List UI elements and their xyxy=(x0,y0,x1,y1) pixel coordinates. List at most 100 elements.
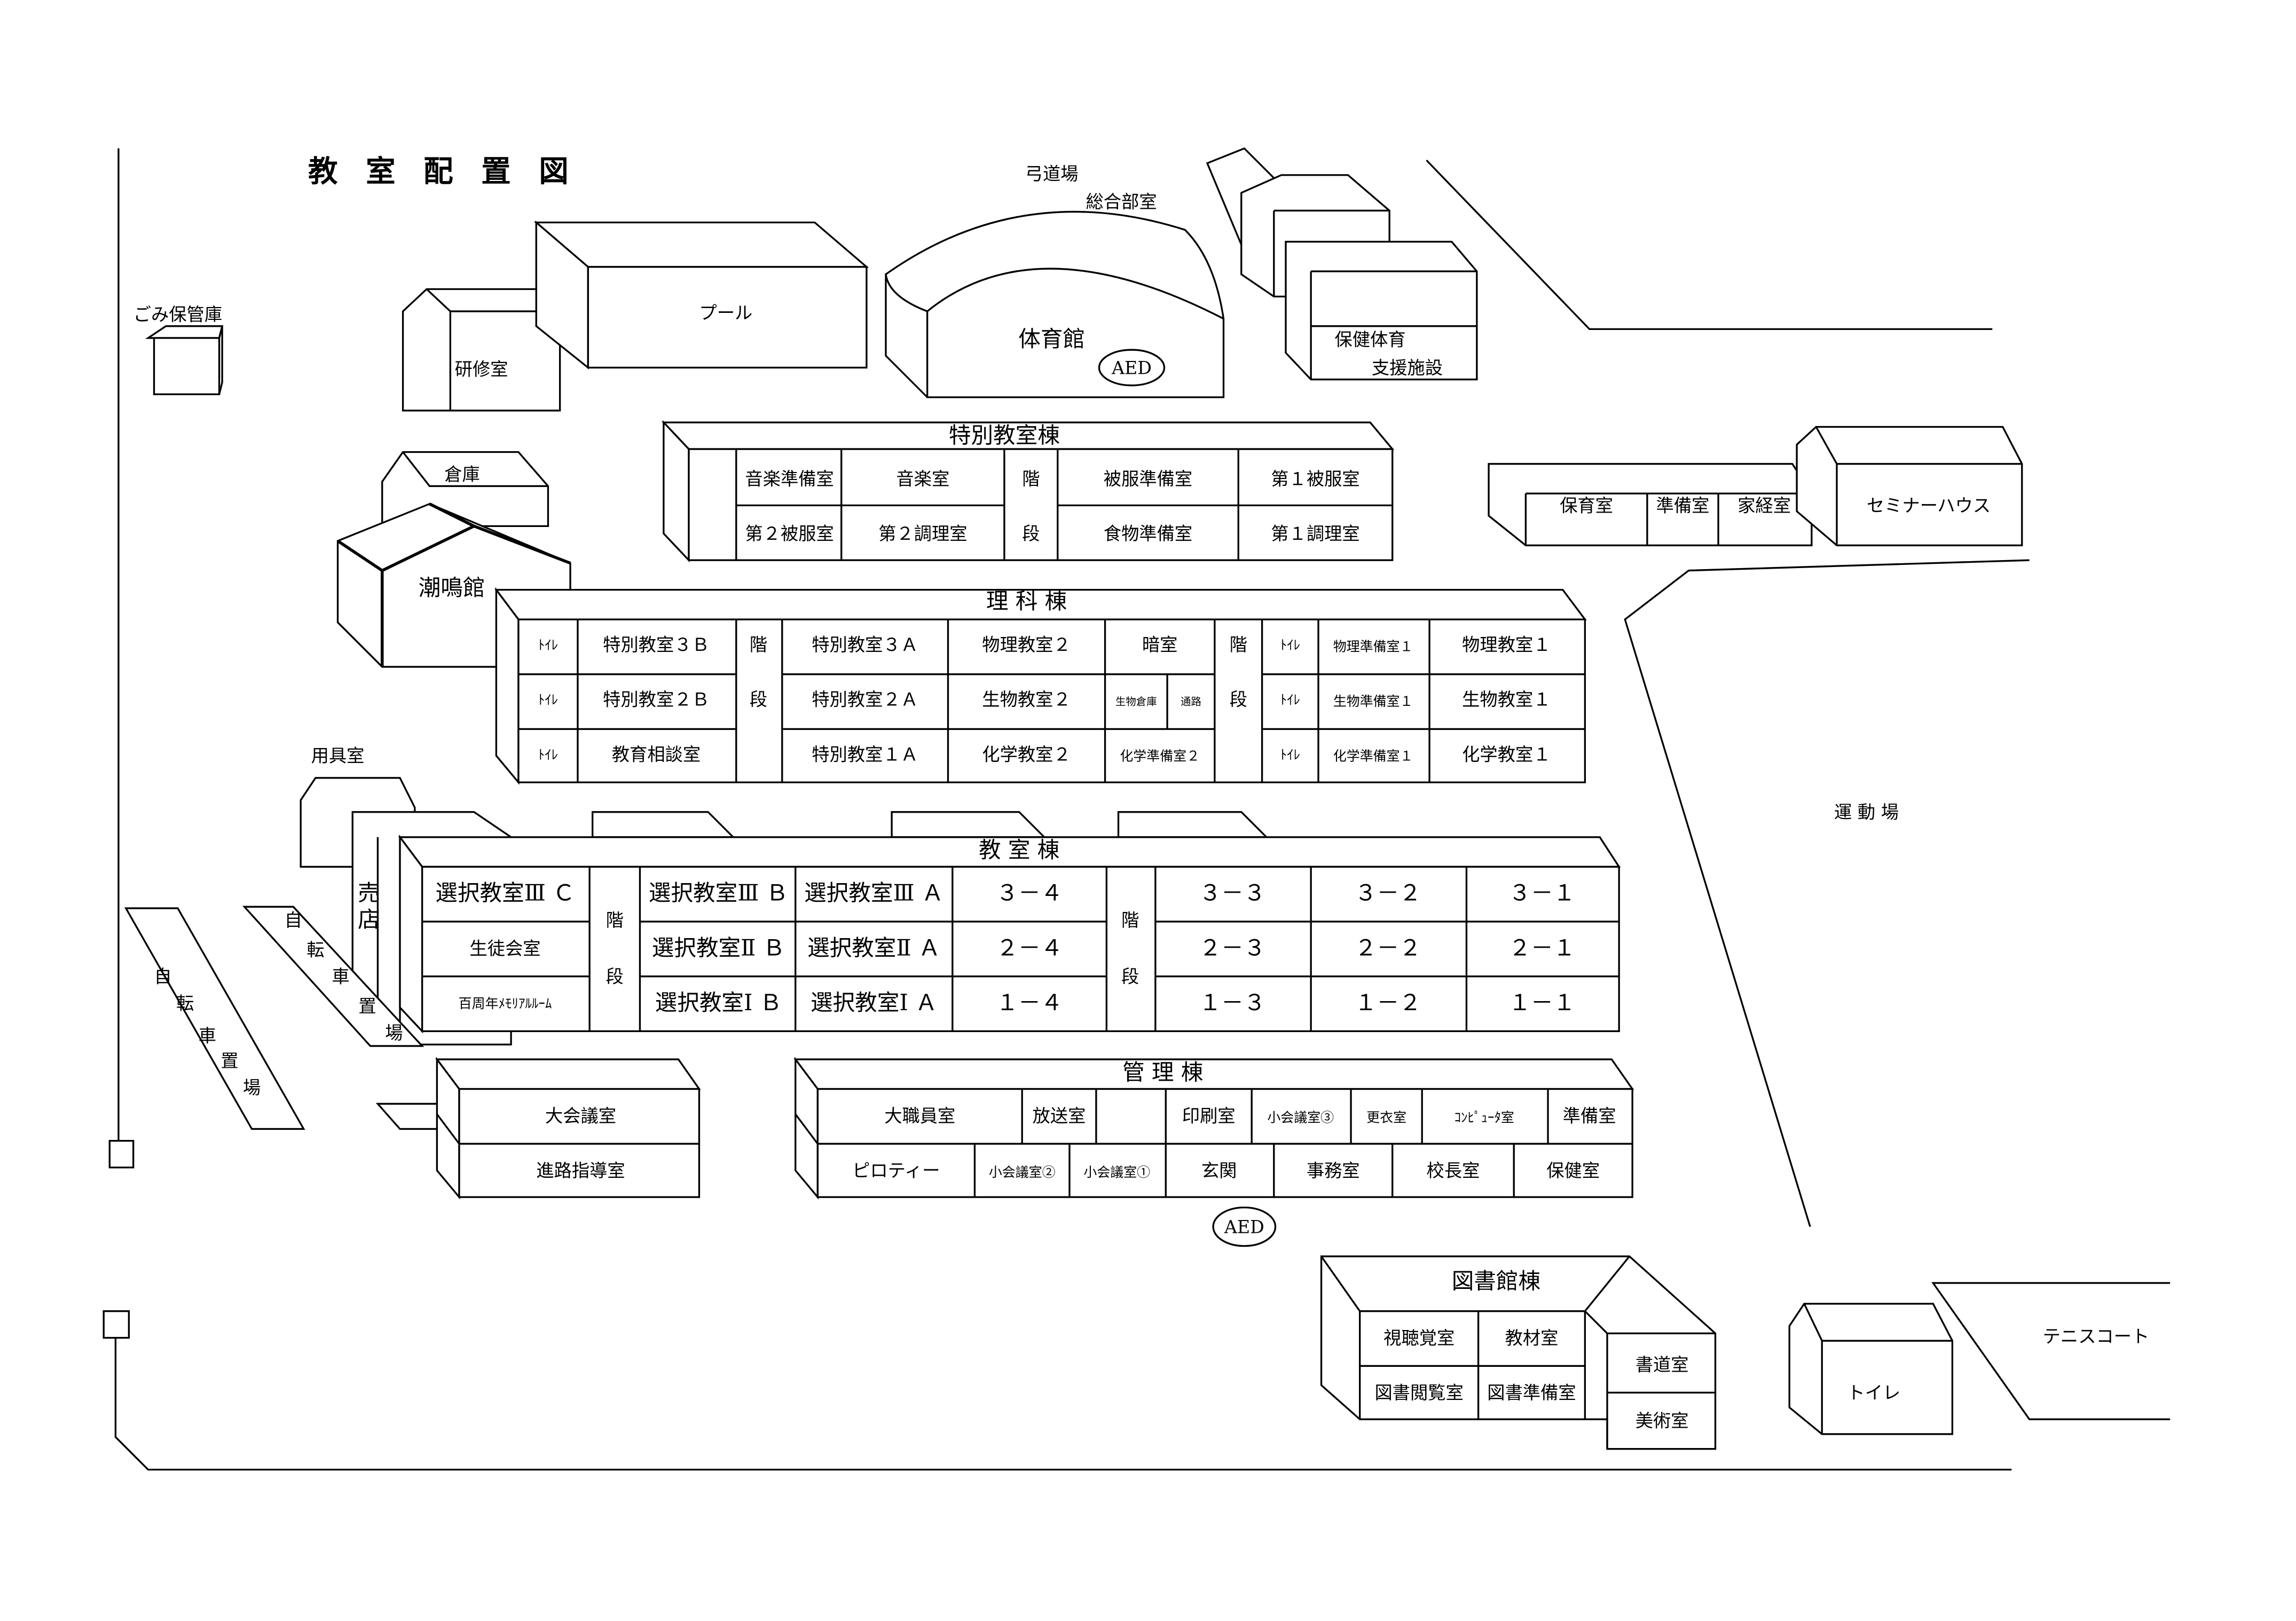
classroom-row-1: 選択教室Ⅲ Ｃ 階 選択教室Ⅲ Ｂ 選択教室Ⅲ Ａ ３－４ 階 ３－３ ３－２ … xyxy=(435,880,1575,931)
room-label: ３－１ xyxy=(1509,880,1576,906)
room-label: １－３ xyxy=(1199,989,1266,1016)
room-label: 選択教室Ⅲ Ａ xyxy=(804,880,943,906)
room-label: 選択教室Ⅲ Ｃ xyxy=(435,880,575,906)
aed-marker xyxy=(1098,349,1166,387)
stairs-label: 階 xyxy=(1230,634,1247,655)
shop-label-1: 売 xyxy=(358,880,380,906)
storage-label: 倉庫 xyxy=(444,464,480,485)
toilet-building: トイレ xyxy=(1788,1303,1954,1435)
toilet-label: ﾄｲﾚ xyxy=(538,692,558,707)
training-room-building: 研修室 xyxy=(402,288,561,412)
stairs-label: 階 xyxy=(1121,910,1139,931)
room-label: 放送室 xyxy=(1033,1105,1086,1126)
room-label: 美術室 xyxy=(1635,1411,1689,1431)
room-label: 物理教室２ xyxy=(982,634,1071,655)
stairs-label: 階 xyxy=(750,634,767,655)
club-room-label: 総合部室 xyxy=(1086,192,1157,213)
special-classroom-building: 特別教室棟 音楽準備室 音楽室 階 被服準備室 第１被服室 第２被服室 第２調理… xyxy=(661,420,1395,563)
science-row-2: ﾄｲﾚ 特別教室２Ｂ 段 特別教室２Ａ 生物教室２ 生物倉庫 通路 段 ﾄｲﾚ … xyxy=(538,689,1551,710)
room-label: 生物教室２ xyxy=(982,689,1071,710)
room-label: 保育室 xyxy=(1560,495,1613,516)
room-label: ３－２ xyxy=(1355,880,1421,906)
room-label: ２－４ xyxy=(996,934,1063,961)
room-label: 生物倉庫 xyxy=(1115,695,1157,707)
room-label: 食物準備室 xyxy=(1104,523,1192,544)
room-label: 物理教室１ xyxy=(1462,634,1551,655)
room-label: 教育相談室 xyxy=(612,744,701,765)
char: 自 xyxy=(285,910,302,931)
garbage-shed-label: ごみ保管庫 xyxy=(133,304,222,325)
aed-label: AED xyxy=(1224,1216,1264,1237)
room-label: ２－２ xyxy=(1355,934,1421,961)
toilet-label: トイレ xyxy=(1847,1382,1900,1403)
chomeikan-label: 潮鳴館 xyxy=(419,575,485,601)
stairs-label: 段 xyxy=(606,966,624,987)
room-label: 玄関 xyxy=(1201,1160,1237,1181)
toilet-label: ﾄｲﾚ xyxy=(1280,638,1300,653)
room-label: 準備室 xyxy=(1656,495,1710,516)
shop-label-2: 店 xyxy=(358,907,380,933)
room-label: 家経室 xyxy=(1737,495,1791,516)
equipment-room-label: 用具室 xyxy=(311,745,365,766)
bicycle-parking-2: 自 転 車 置 場 xyxy=(242,906,424,1047)
bicycle-parking-1: 自 転 車 置 場 xyxy=(124,907,305,1130)
room-label: ３－３ xyxy=(1199,880,1266,906)
classroom-row-3: 百周年ﾒﾓﾘｱﾙﾙｰﾑ 選択教室Ⅰ Ｂ 選択教室Ⅰ Ａ １－４ １－３ １－２ … xyxy=(459,989,1576,1016)
room-label: １－２ xyxy=(1355,989,1421,1016)
room-label: 教材室 xyxy=(1505,1327,1559,1348)
room-label: １－１ xyxy=(1509,989,1576,1016)
library-building: 図書館棟 視聴覚室 教材室 図書閲覧室 図書準備室 書道室 美術室 xyxy=(1320,1255,1717,1450)
room-label: 百周年ﾒﾓﾘｱﾙﾙｰﾑ xyxy=(459,996,552,1011)
room-label: ｺﾝﾋﾟｭｰﾀ室 xyxy=(1454,1110,1514,1126)
toilet-label: ﾄｲﾚ xyxy=(1280,747,1300,762)
science-row-1: ﾄｲﾚ 特別教室３Ｂ 階 特別教室３Ａ 物理教室２ 暗室 階 ﾄｲﾚ 物理準備室… xyxy=(538,634,1551,655)
room-label: 生物教室１ xyxy=(1462,689,1551,710)
building-title: 理 科 棟 xyxy=(986,588,1067,614)
room-label: 小会議室① xyxy=(1083,1164,1150,1180)
room-label: 暗室 xyxy=(1142,634,1178,655)
tennis-court: テニスコート xyxy=(1931,1282,2171,1420)
building-title: 教 室 棟 xyxy=(979,837,1059,863)
training-room-label: 研修室 xyxy=(455,359,508,380)
room-label: 大職員室 xyxy=(884,1105,955,1126)
room-label: 音楽室 xyxy=(896,468,949,489)
science-row-3: ﾄｲﾚ 教育相談室 特別教室１Ａ 化学教室２ 化学準備室２ ﾄｲﾚ 化学準備室１… xyxy=(538,744,1551,765)
room-label: 図書準備室 xyxy=(1487,1382,1576,1403)
room-label: １－４ xyxy=(996,989,1063,1016)
stairs-label: 段 xyxy=(1022,523,1040,544)
page-title: 教 室 配 置 図 xyxy=(308,154,577,189)
room-label: 準備室 xyxy=(1563,1105,1616,1126)
room-label: 生物準備室１ xyxy=(1333,694,1413,709)
gymnasium: 弓道場 総合部室 体育館 AED xyxy=(885,163,1225,398)
room-label: 特別教室１Ａ xyxy=(812,744,918,765)
stairs-label: 階 xyxy=(606,910,624,931)
boundary-lines xyxy=(103,148,2030,1471)
room-label: ２－３ xyxy=(1199,934,1266,961)
room-label: 選択教室Ⅲ Ｂ xyxy=(649,880,788,906)
health-pe-label-1: 保健体育 xyxy=(1335,329,1406,350)
room-label: 大会議室 xyxy=(545,1105,616,1126)
room-label: 被服準備室 xyxy=(1104,468,1192,489)
health-pe-label-2: 支援施設 xyxy=(1372,357,1443,378)
room-label: 特別教室２Ｂ xyxy=(603,689,710,710)
room-label: 生徒会室 xyxy=(469,938,540,959)
room-label: 化学教室２ xyxy=(982,744,1071,765)
toilet-label: ﾄｲﾚ xyxy=(538,747,558,762)
room-label: 通路 xyxy=(1181,695,1201,707)
health-pe-building: 保健体育 支援施設 xyxy=(1206,147,1478,381)
toilet-label: ﾄｲﾚ xyxy=(1280,692,1300,707)
tennis-court-label: テニスコート xyxy=(2043,1326,2150,1347)
room-label: 化学教室１ xyxy=(1462,744,1551,765)
classroom-row-2: 生徒会室 段 選択教室Ⅱ Ｂ 選択教室Ⅱ Ａ ２－４ 段 ２－３ ２－２ ２－１ xyxy=(469,934,1575,987)
archery-range-label: 弓道場 xyxy=(1025,163,1079,184)
garbage-shed: ごみ保管庫 xyxy=(133,304,224,396)
room-label: 音楽準備室 xyxy=(745,468,834,489)
room-label: 小会議室② xyxy=(989,1164,1056,1180)
room-label: 選択教室Ⅱ Ｂ xyxy=(652,934,785,961)
home-economics-building: 保育室 準備室 家経室 xyxy=(1488,463,1813,547)
pool-label: プール xyxy=(699,303,752,324)
room-label: 視聴覚室 xyxy=(1383,1327,1454,1348)
toilet-label: ﾄｲﾚ xyxy=(538,638,558,653)
stairs-label: 段 xyxy=(750,689,767,710)
room-label: 化学準備室２ xyxy=(1120,749,1200,764)
